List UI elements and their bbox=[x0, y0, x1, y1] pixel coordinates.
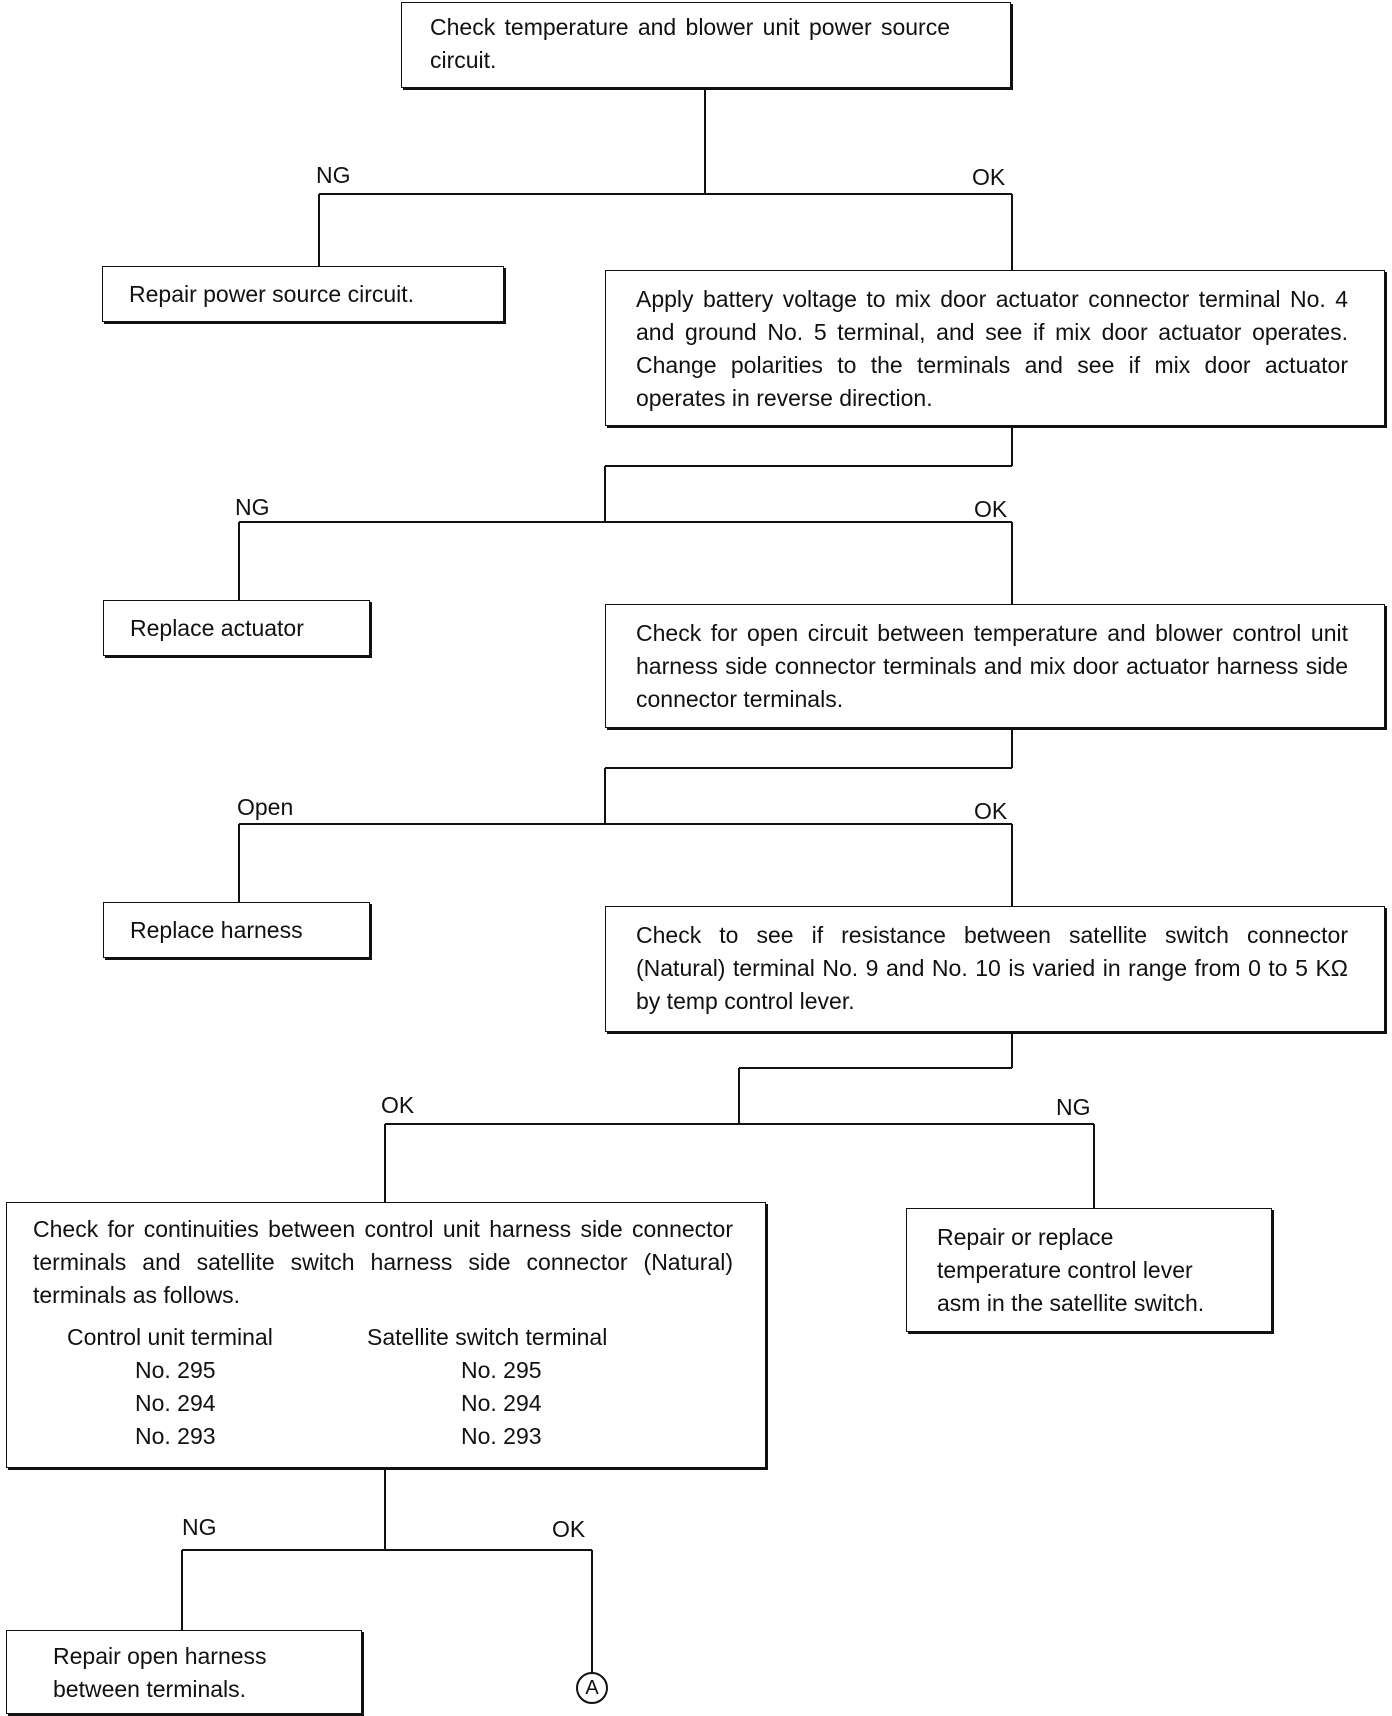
satellite-terminal-cell: No. 293 bbox=[461, 1423, 542, 1449]
box-text: Repair open harness between terminals. bbox=[53, 1643, 267, 1702]
satellite-terminal-cell: No. 295 bbox=[461, 1357, 542, 1383]
ng-label: NG bbox=[316, 162, 351, 188]
control-unit-terminal-header: Control unit terminal bbox=[67, 1324, 273, 1350]
control-terminal-cell: No. 293 bbox=[135, 1423, 216, 1449]
repair-power-source-box: Repair power source circuit. bbox=[102, 266, 504, 322]
ok-label: OK bbox=[552, 1516, 586, 1542]
repair-lever-box: Repair or replace temperature control le… bbox=[906, 1208, 1272, 1332]
open-label: Open bbox=[237, 794, 294, 820]
ng-label: NG bbox=[235, 494, 270, 520]
ng-label: NG bbox=[182, 1514, 217, 1540]
ok-label: OK bbox=[974, 496, 1008, 522]
check-open-circuit-box: Check for open circuit between temperatu… bbox=[605, 604, 1385, 728]
box-text: Check to see if resistance between satel… bbox=[636, 922, 1348, 1014]
box-text: Check for open circuit between temperatu… bbox=[636, 620, 1348, 712]
apply-voltage-box: Apply battery voltage to mix door actuat… bbox=[605, 270, 1385, 426]
box-text: Replace actuator bbox=[130, 615, 304, 641]
control-terminal-cell: No. 295 bbox=[135, 1357, 216, 1383]
check-resistance-box: Check to see if resistance between satel… bbox=[605, 906, 1385, 1032]
replace-harness-box: Replace harness bbox=[103, 902, 370, 958]
ok-label: OK bbox=[972, 164, 1006, 190]
ok-label: OK bbox=[381, 1092, 415, 1118]
ng-label: NG bbox=[1056, 1094, 1091, 1120]
satellite-terminal-cell: No. 294 bbox=[461, 1390, 542, 1416]
box-text: Check temperature and blower unit power … bbox=[430, 14, 950, 73]
replace-actuator-box: Replace actuator bbox=[103, 600, 370, 656]
box-text: Repair power source circuit. bbox=[129, 281, 415, 307]
box-text: Replace harness bbox=[130, 917, 303, 943]
repair-open-harness-box: Repair open harness between terminals. bbox=[6, 1630, 362, 1714]
satellite-switch-terminal-header: Satellite switch terminal bbox=[367, 1324, 608, 1350]
box-text: Apply battery voltage to mix door actuat… bbox=[636, 286, 1348, 411]
box-text: Repair or replace temperature control le… bbox=[937, 1224, 1205, 1316]
box-text: Check for continuities between control u… bbox=[33, 1216, 733, 1308]
control-terminal-cell: No. 294 bbox=[135, 1390, 216, 1416]
check-continuity-box: Check for continuities between control u… bbox=[6, 1202, 766, 1468]
check-power-source-box: Check temperature and blower unit power … bbox=[401, 2, 1011, 88]
ok-label: OK bbox=[974, 798, 1008, 824]
off-page-connector-a: A bbox=[576, 1672, 608, 1704]
